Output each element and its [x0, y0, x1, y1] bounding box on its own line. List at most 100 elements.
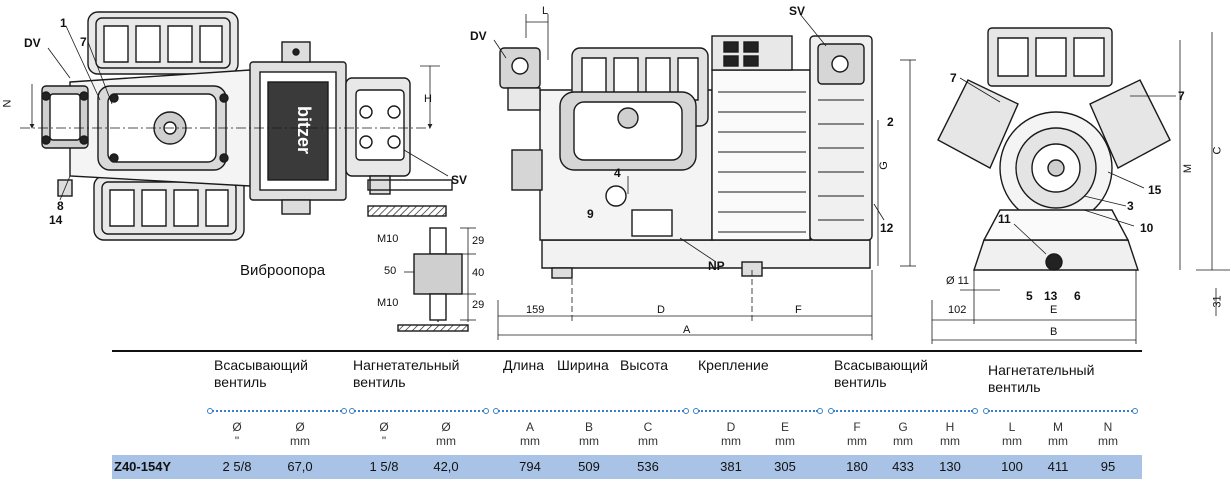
- column-unit: mm: [940, 434, 960, 448]
- dim-159: 159: [526, 304, 545, 316]
- header-length: Длина: [503, 357, 544, 373]
- table-cell-13: 411: [1047, 459, 1069, 474]
- label-4: 4: [614, 166, 621, 180]
- model-name: Z40-154Y: [114, 459, 172, 474]
- table-cell-8: 305: [774, 459, 796, 474]
- column-unit: mm: [436, 434, 456, 448]
- dim-e: E: [1050, 304, 1058, 316]
- group-line-1: [207, 408, 347, 414]
- table-cell-0: 2 5/8: [222, 459, 252, 474]
- column-letter: C: [643, 420, 653, 434]
- column-letter: A: [525, 420, 534, 434]
- column-unit: mm: [520, 434, 540, 448]
- column-unit: mm: [775, 434, 795, 448]
- column-letter: E: [780, 420, 789, 434]
- table-cell-11: 130: [939, 459, 961, 474]
- table-cell-1: 67,0: [287, 459, 313, 474]
- brand-plate-logo: bitzer: [294, 106, 314, 154]
- column-unit-2: Ø": [364, 420, 404, 448]
- label-10: 10: [1140, 221, 1154, 235]
- column-unit: mm: [1002, 434, 1022, 448]
- dim-f: F: [795, 304, 802, 316]
- column-letter: Ø: [441, 420, 451, 434]
- mount-m10-bottom: M10: [377, 297, 399, 309]
- header-mounting: Крепление: [698, 357, 769, 373]
- mount-width-50: 50: [384, 265, 397, 277]
- label-12: 12: [880, 221, 894, 235]
- table-cell-14: 95: [1100, 459, 1116, 474]
- column-unit: mm: [893, 434, 913, 448]
- label-sv-mid: SV: [789, 4, 806, 18]
- label-9: 9: [587, 207, 594, 221]
- column-unit: mm: [1098, 434, 1118, 448]
- table-cell-10: 433: [892, 459, 914, 474]
- dim-d: D: [657, 304, 665, 316]
- label-dv-left: DV: [24, 36, 41, 50]
- header-height: Высота: [620, 357, 669, 373]
- column-unit: mm: [1048, 434, 1068, 448]
- column-letter: L: [1008, 420, 1016, 434]
- dim-n: N: [1, 99, 14, 108]
- header-discharge-valve-2: Нагнетательный вентиль: [988, 362, 1095, 395]
- table-cell-12: 100: [1001, 459, 1023, 474]
- label-dv-mid: DV: [470, 29, 487, 43]
- table-cell-6: 536: [637, 459, 659, 474]
- group-line-2: [349, 408, 489, 414]
- column-unit: mm: [290, 434, 310, 448]
- group-line-3: [493, 408, 689, 414]
- group-line-5: [828, 408, 978, 414]
- column-unit: mm: [847, 434, 867, 448]
- label-2: 2: [887, 115, 894, 129]
- table-cell-4: 794: [519, 459, 541, 474]
- mount-height-40: 40: [472, 267, 485, 279]
- group-line-6: [983, 408, 1138, 414]
- dim-b: B: [1050, 326, 1058, 338]
- dim-m: M: [1182, 163, 1195, 174]
- column-unit: mm: [638, 434, 658, 448]
- compressor-drawings: bitzer: [20, 11, 1230, 344]
- column-unit: ": [234, 434, 240, 448]
- label-1: 1: [60, 16, 67, 30]
- dim-h: H: [424, 93, 432, 105]
- table-top-rule: [112, 350, 1142, 352]
- column-letter: N: [1103, 420, 1113, 434]
- top-view: [20, 11, 449, 241]
- column-letter: F: [853, 420, 861, 434]
- header-width: Ширина: [557, 357, 609, 373]
- label-15: 15: [1148, 183, 1162, 197]
- dim-a: A: [683, 324, 691, 336]
- header-suction-valve: Всасывающий вентиль: [214, 357, 308, 390]
- column-letter: Ø: [295, 420, 305, 434]
- column-unit: mm: [721, 434, 741, 448]
- mount-m10-top: M10: [377, 233, 399, 245]
- label-13: 13: [1044, 289, 1058, 303]
- label-14: 14: [49, 213, 63, 227]
- dim-31: 31: [1211, 295, 1224, 308]
- mount-height-29-bottom: 29: [472, 299, 485, 311]
- column-unit: ": [381, 434, 387, 448]
- vibration-mount-caption: Виброопора: [240, 262, 326, 279]
- label-11: 11: [998, 212, 1011, 226]
- header-discharge-valve: Нагнетательный вентиль: [353, 357, 460, 390]
- label-sv-left: SV: [451, 173, 468, 187]
- table-cell-3: 42,0: [433, 459, 459, 474]
- column-letter: G: [898, 420, 908, 434]
- side-view: [493, 13, 916, 340]
- label-8: 8: [57, 199, 64, 213]
- dim-102: 102: [948, 304, 967, 316]
- mount-height-29-top: 29: [472, 235, 485, 247]
- column-letter: Ø: [379, 420, 389, 434]
- column-unit: mm: [579, 434, 599, 448]
- dim-dia-11: Ø 11: [946, 275, 970, 287]
- vibration-mount-drawing: [367, 179, 476, 332]
- dim-g: G: [877, 161, 890, 170]
